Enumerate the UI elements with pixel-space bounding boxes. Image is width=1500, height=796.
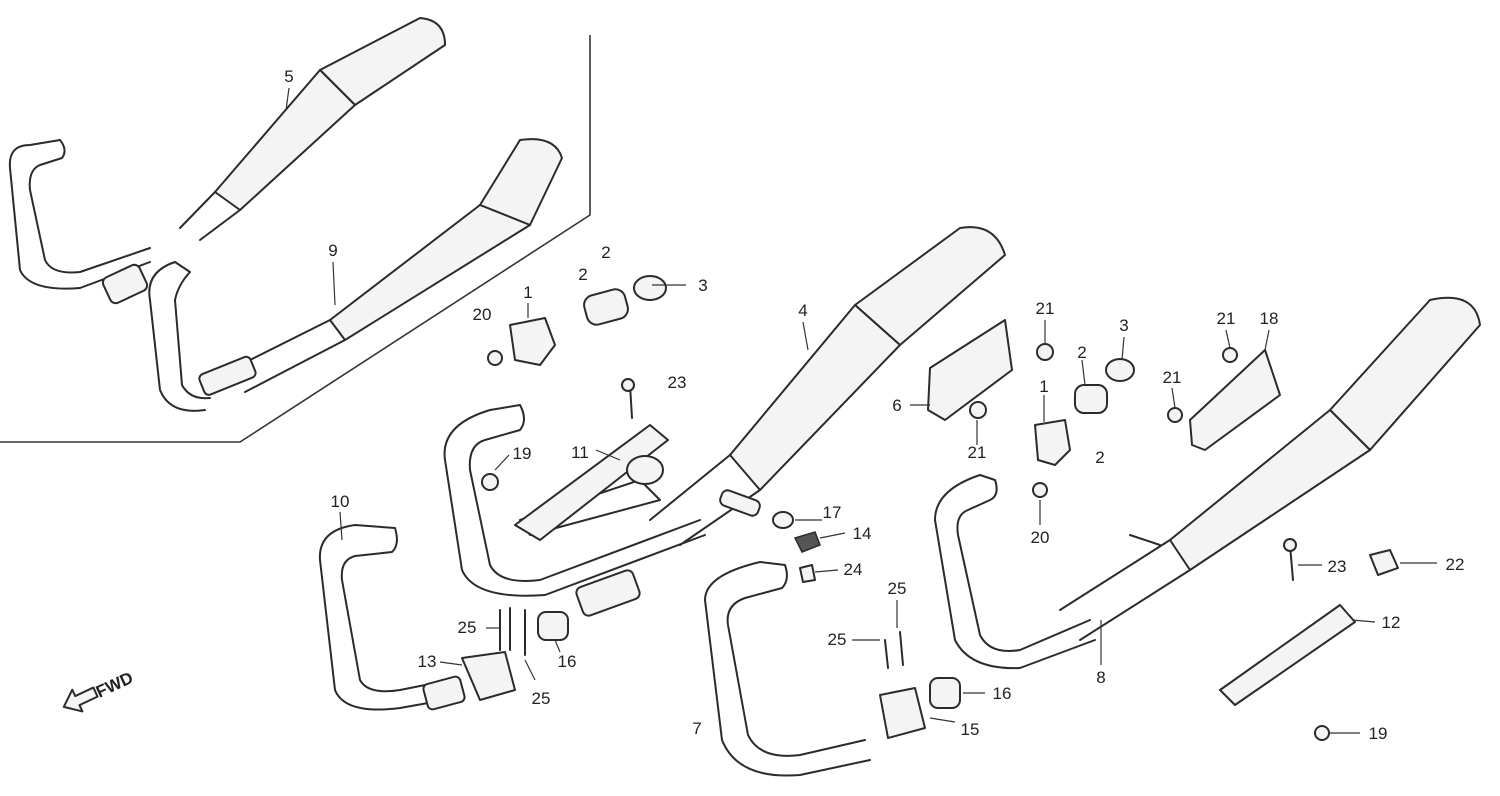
bracket-6 <box>927 319 1013 421</box>
callout-4: 4 <box>798 301 807 320</box>
callout-11: 11 <box>571 443 589 462</box>
callout-17: 17 <box>823 503 842 522</box>
callout-7: 7 <box>692 719 701 738</box>
fwd-label: FWD <box>93 668 136 702</box>
callout-25: 25 <box>532 689 551 708</box>
callout-23: 23 <box>1328 557 1347 576</box>
fwd-arrow: FWD <box>62 668 136 713</box>
callout-2: 2 <box>601 243 610 262</box>
callout-25: 25 <box>828 630 847 649</box>
callout-18: 18 <box>1260 309 1279 328</box>
hardware-right <box>969 343 1399 741</box>
callout-3: 3 <box>1119 316 1128 335</box>
callout-12: 12 <box>1382 613 1401 632</box>
callout-5: 5 <box>284 67 293 86</box>
callout-14: 14 <box>853 524 872 543</box>
callout-21: 21 <box>1163 368 1182 387</box>
callout-16: 16 <box>993 684 1012 703</box>
exhaust-pipe-front-left <box>443 404 706 617</box>
callout-15: 15 <box>961 720 980 739</box>
callout-2: 2 <box>1095 448 1104 467</box>
callout-20: 20 <box>1031 528 1050 547</box>
callout-3: 3 <box>698 276 707 295</box>
callout-25: 25 <box>888 579 907 598</box>
muffler-8 <box>1059 296 1481 641</box>
callout-labels: 5 9 1 20 2 2 3 4 23 11 19 10 17 14 24 25… <box>284 67 1464 743</box>
exhaust-pipe-7 <box>704 561 871 777</box>
callout-1: 1 <box>1039 377 1048 396</box>
callout-22: 22 <box>1446 555 1465 574</box>
callout-16: 16 <box>558 652 577 671</box>
callout-8: 8 <box>1096 668 1105 687</box>
exhaust-pipe-front-right <box>934 474 1096 670</box>
inset-muffler-9 <box>148 138 563 412</box>
callout-23: 23 <box>668 373 687 392</box>
inset-muffler-5 <box>8 17 446 305</box>
callout-21: 21 <box>1217 309 1236 328</box>
hardware-left <box>461 275 961 739</box>
leader-lines <box>285 87 1437 734</box>
inset-frame <box>0 35 591 443</box>
callout-19: 19 <box>1369 724 1388 743</box>
callout-13: 13 <box>418 652 437 671</box>
callout-2: 2 <box>578 265 587 284</box>
callout-9: 9 <box>328 241 337 260</box>
callout-20: 20 <box>473 305 492 324</box>
callout-1: 1 <box>523 283 532 302</box>
callout-2: 2 <box>1077 343 1086 362</box>
callout-21: 21 <box>1036 299 1055 318</box>
callout-10: 10 <box>331 492 350 511</box>
callout-6: 6 <box>892 396 901 415</box>
callout-21: 21 <box>968 443 987 462</box>
callout-19: 19 <box>513 444 532 463</box>
exhaust-pipe-10 <box>318 524 466 711</box>
callout-24: 24 <box>844 560 863 579</box>
callout-25: 25 <box>458 618 477 637</box>
